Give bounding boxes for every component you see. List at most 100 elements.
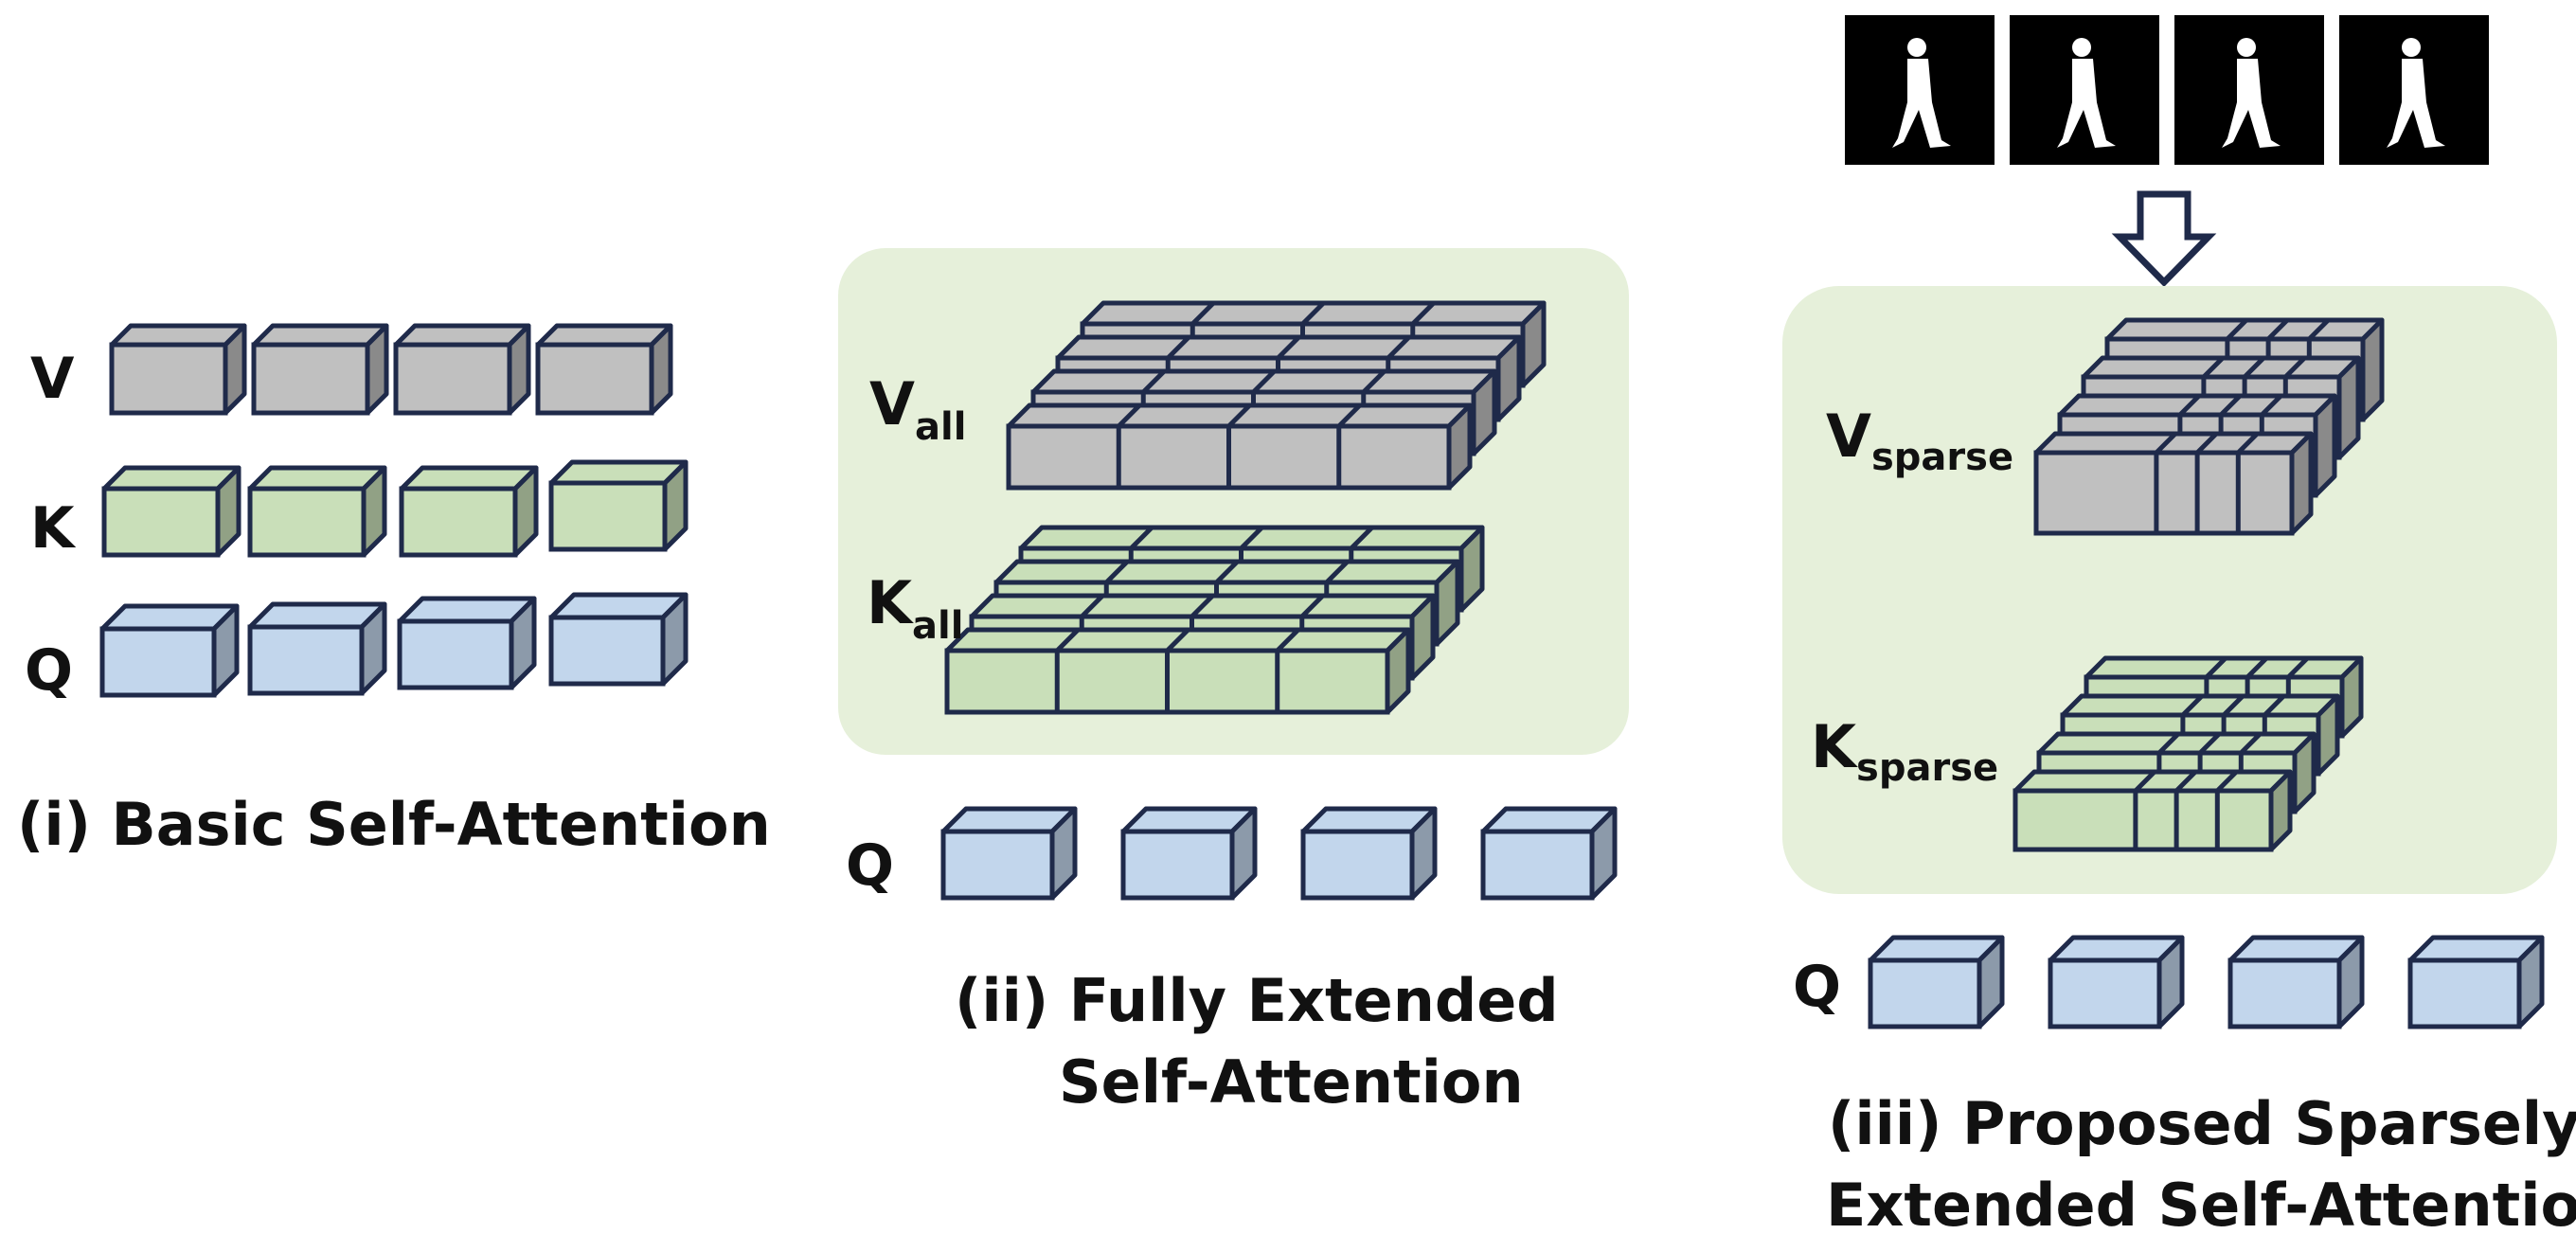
v-all-layer-2-divider-top: [1141, 369, 1167, 394]
q-full-cube-2: [1120, 806, 1258, 901]
v-token-cube-4-top: [535, 323, 673, 348]
q-full-cube-4: [1480, 806, 1618, 901]
k-all-stack: [944, 525, 1485, 715]
label-q-sparse: Q: [1793, 954, 1841, 1020]
k-all-layer-2-divider-top: [1080, 594, 1105, 618]
v-sparse-layer-2-divider-top: [2260, 394, 2283, 417]
v-all-layer-1-divider-top: [1336, 403, 1362, 428]
silhouette-head: [1907, 38, 1926, 57]
v-sparse-layer-1-divider-top: [2155, 432, 2177, 455]
k-sparse-layer-2-divider-top: [2239, 732, 2263, 755]
v-token-cube-4-side: [649, 323, 673, 416]
k-token-cube-3-front: [399, 486, 518, 558]
v-token-cube-4: [535, 323, 673, 416]
v-sparse-layer-3-divider-top: [2202, 356, 2225, 379]
v-sparse-layer-1-divider-top: [2195, 432, 2218, 455]
down-arrow-icon: [2111, 190, 2217, 288]
walking-silhouette-frames-icon: [1845, 15, 2489, 165]
v-all-layer-4-divider-top: [1190, 301, 1216, 326]
q-sparse-cube-3-front: [2227, 957, 2342, 1029]
label-k-sparse-subscript: sparse: [1856, 746, 1998, 790]
k-token-cube-2-front: [247, 486, 367, 558]
v-sparse-layer-3-divider-top: [2283, 356, 2307, 379]
q-sparse-cube-2-front: [2048, 957, 2162, 1029]
v-sparse-layer-2-side: [2313, 393, 2337, 498]
v-all-stack: [1006, 300, 1547, 491]
v-all-layer-3-divider-top: [1386, 335, 1411, 360]
v-sparse-layer-4-divider-top: [2307, 318, 2331, 341]
k-sparse-layer-2-divider-top: [2157, 732, 2180, 755]
k-all-layer-2-divider-top: [1190, 594, 1215, 618]
q-full-cube-1-front: [940, 829, 1055, 901]
label-v-sparse: Vsparse: [1826, 402, 2013, 479]
k-sparse-stack: [2012, 655, 2364, 852]
panel-basic-self-attention: V K Q (i) Basic Self-Attention: [17, 323, 771, 859]
v-sparse-layer-1-front: [2033, 450, 2295, 536]
caption-basic: (i) Basic Self-Attention: [17, 790, 771, 859]
k-sparse-layer-3-divider-top: [2263, 694, 2286, 717]
k-sparse-layer-2-divider-top: [2198, 732, 2221, 755]
k-sparse-layer-1-divider-top: [2134, 770, 2156, 793]
k-token-cube-1-front: [101, 486, 221, 558]
v-sparse-layer-1-divider-top: [2236, 432, 2260, 455]
caption-full-line2: Self-Attention: [1059, 1047, 1524, 1117]
label-v-sparse-subscript: sparse: [1871, 436, 2013, 479]
q-token-cube-1: [99, 603, 240, 698]
k-sparse-layer-3-divider-top: [2181, 694, 2204, 717]
silhouette-frame-4: [2339, 15, 2489, 165]
silhouette-body: [2387, 59, 2445, 148]
k-sparse-layer-3-divider-top: [2222, 694, 2245, 717]
kv-panel-sparse: [1782, 286, 2557, 894]
v-sparse-layer-4-divider-top: [2226, 318, 2248, 341]
k-token-cube-3: [399, 465, 539, 558]
q-sparse-cube-1: [1868, 935, 2005, 1029]
k-token-cube-4: [548, 459, 689, 552]
label-q-full: Q: [846, 832, 894, 899]
k-sparse-layer-1: [2012, 769, 2293, 852]
v-token-cube-1: [109, 323, 247, 416]
k-all-layer-4-divider-top: [1349, 526, 1374, 550]
k-token-cube-4-front: [548, 480, 668, 552]
panel-sparse-extended: Vsparse Ksparse Q (iii) Proposed Sparsel…: [1782, 15, 2576, 1240]
v-sparse-layer-4-side: [2360, 317, 2385, 422]
v-token-cube-3-side: [507, 323, 531, 416]
k-all-layer-4-divider-top: [1239, 526, 1264, 550]
caption-sparse-line2: Extended Self-Attention: [1826, 1171, 2576, 1240]
k-all-layer-1-divider-top: [1165, 628, 1190, 653]
basic-token-cubes: [99, 323, 689, 698]
v-all-layer-1-divider-top: [1117, 403, 1142, 428]
v-all-layer-4-divider-top: [1300, 301, 1326, 326]
v-sparse-layer-3-divider-top: [2243, 356, 2265, 379]
v-token-cube-2-side: [365, 323, 389, 416]
k-all-layer-3-divider-top: [1104, 560, 1130, 584]
silhouette-body: [2057, 59, 2116, 148]
label-k-all: Kall: [867, 568, 963, 648]
label-k-all-subscript: all: [912, 604, 963, 648]
label-v-all: Vall: [869, 369, 966, 449]
v-sparse-layer-3-side: [2336, 355, 2361, 460]
v-all-layer-4-divider-top: [1410, 301, 1436, 326]
k-sparse-layer-1-divider-top: [2215, 770, 2239, 793]
q-sparse-cube-1-front: [1868, 957, 1982, 1029]
silhouette-frame-2: [2010, 15, 2159, 165]
v-sparse-layer-4-divider-top: [2266, 318, 2289, 341]
k-sparse-layer-1-front: [2012, 788, 2274, 852]
q-sparse-cube-4: [2407, 935, 2545, 1029]
q-token-cube-3-front: [397, 618, 514, 690]
k-token-cube-2: [247, 465, 387, 558]
k-sparse-layer-4-divider-top: [2205, 656, 2227, 679]
q-full-cube-2-front: [1120, 829, 1235, 901]
k-sparse-layer-4-divider-top: [2286, 656, 2310, 679]
q-full-cube-1: [940, 806, 1078, 901]
q-sparse-cube-3: [2227, 935, 2365, 1029]
v-all-layer-1-divider-top: [1226, 403, 1252, 428]
v-sparse-layer-1-side: [2289, 431, 2314, 536]
v-sparse-layer-2-divider-top: [2178, 394, 2201, 417]
v-token-cube-1-side: [223, 323, 247, 416]
v-token-cube-2-top: [251, 323, 389, 348]
silhouette-head: [2402, 38, 2421, 57]
q-full-cube-4-front: [1480, 829, 1595, 901]
silhouette-frame-3: [2174, 15, 2324, 165]
q-token-cube-3: [397, 596, 537, 690]
k-all-layer-1-divider-top: [1275, 628, 1300, 653]
